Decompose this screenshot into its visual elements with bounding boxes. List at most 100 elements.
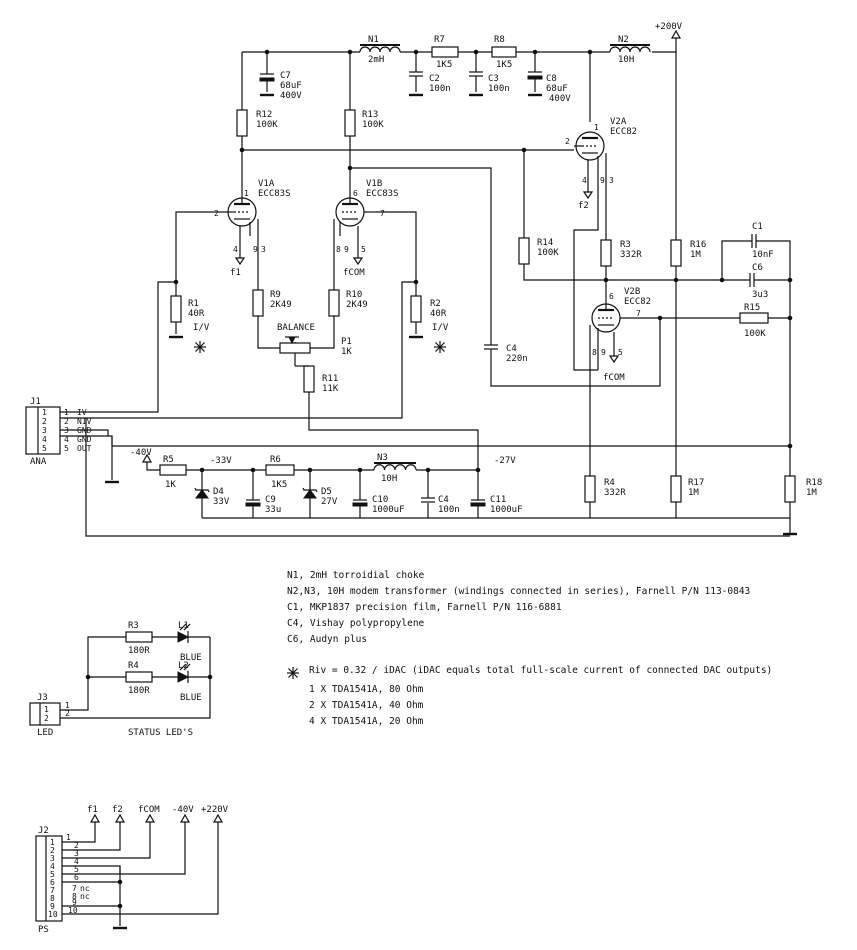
note-line: C6, Audyn plus xyxy=(287,634,367,645)
j1-pin: 1 xyxy=(42,408,47,417)
r15-val: 100K xyxy=(744,329,766,339)
j3-pin: 2 xyxy=(44,714,49,723)
r1-val: 40R xyxy=(188,309,205,319)
j1-signal: 3 xyxy=(64,426,69,435)
j2-pin: 4 xyxy=(74,857,79,866)
v2b-pin-h1: 5 xyxy=(618,348,623,357)
j1-signal: OUT xyxy=(77,444,92,453)
r3-ref: R3 xyxy=(620,240,631,250)
c2-val: 100n xyxy=(429,84,451,94)
tube-v2b xyxy=(573,170,740,476)
j3-pin: 1 xyxy=(65,701,70,710)
c8-val: 68uF xyxy=(546,84,568,94)
c4a-val: 220n xyxy=(506,354,528,364)
v1b-pin-g: 7 xyxy=(380,209,385,218)
j2-ref: J2 xyxy=(38,826,49,836)
j2-pin: 5 xyxy=(50,870,55,879)
hv-label: +200V xyxy=(655,22,683,32)
v2a-pin-h1: 4 xyxy=(582,176,587,185)
resistor-r11 xyxy=(303,365,315,393)
j3-name: LED xyxy=(37,728,53,738)
r6-ref: R6 xyxy=(270,455,281,465)
neg33-label: -33V xyxy=(210,456,232,466)
negative-supply xyxy=(141,453,481,518)
r8-val: 1K5 xyxy=(496,60,512,70)
r1-note: I/V xyxy=(193,323,210,333)
v1a-pin-g: 2 xyxy=(214,209,219,218)
ps-rail-label: f1 xyxy=(87,805,98,815)
connector-j1 xyxy=(25,406,61,455)
v1b-pin-p: 6 xyxy=(353,189,358,198)
r16-val: 1M xyxy=(690,250,701,260)
r7-val: 1K5 xyxy=(436,60,452,70)
led-r3-ref: R3 xyxy=(128,621,139,631)
c7-ref: C7 xyxy=(280,71,291,81)
j3-pin: 1 xyxy=(44,705,49,714)
note-line: N2,N3, 10H modem transformer (windings c… xyxy=(287,586,750,597)
v2a-pin-h2: 9 xyxy=(600,176,605,185)
j1-ref: J1 xyxy=(30,397,41,407)
c11-val: 1000uF xyxy=(490,505,523,515)
r18-ref: R18 xyxy=(806,478,822,488)
v2a-pin-k: 3 xyxy=(609,176,614,185)
c8-val2: 400V xyxy=(549,94,571,104)
r11-val: 11K xyxy=(322,384,339,394)
resistor-r18 xyxy=(784,475,796,503)
zener-d5 xyxy=(302,487,318,499)
j1-signal: 5 xyxy=(64,444,69,453)
capacitor-c7 xyxy=(258,73,276,97)
r8-ref: R8 xyxy=(494,35,505,45)
v2b-pin-h2: 9 xyxy=(601,348,606,357)
ps-rail-label: -40V xyxy=(172,805,194,815)
j2-nc: nc xyxy=(80,884,90,893)
r10-ref: R10 xyxy=(346,290,362,300)
ps-rail-label: +220V xyxy=(201,805,229,815)
v1a-heater-f1: f1 xyxy=(230,268,241,278)
r17-val: 1M xyxy=(688,488,699,498)
riv-line: 1 X TDA1541A, 80 Ohm xyxy=(309,684,424,695)
v2b-type: ECC82 xyxy=(624,297,651,307)
c9-val: 33u xyxy=(265,505,281,515)
r12-ref: R12 xyxy=(256,110,272,120)
resistor-r6 xyxy=(265,464,295,476)
ps-rail-label: f2 xyxy=(112,805,123,815)
d5-ref: D5 xyxy=(321,487,332,497)
r5-val: 1K xyxy=(165,480,176,490)
note-line: N1, 2mH torroidial choke xyxy=(287,570,425,581)
tube-v2a xyxy=(574,131,607,240)
j2-pin: 6 xyxy=(74,873,79,882)
riv-line: 2 X TDA1541A, 40 Ohm xyxy=(309,700,424,711)
grid-wires xyxy=(60,211,419,419)
c6-val: 3u3 xyxy=(752,290,768,300)
d4-val: 33V xyxy=(213,497,230,507)
j2-pin: 1 xyxy=(66,833,71,842)
r2-note: I/V xyxy=(432,323,449,333)
v2a-heater-f2: f2 xyxy=(578,201,589,211)
top-rail xyxy=(241,29,682,240)
r11-ref: R11 xyxy=(322,374,338,384)
r14-ref: R14 xyxy=(537,238,553,248)
j2-pin: 8 xyxy=(72,892,77,901)
r12-val: 100K xyxy=(256,120,278,130)
c7-val2: 400V xyxy=(280,91,302,101)
p1-ref: P1 xyxy=(341,337,352,347)
capacitor-c9 xyxy=(245,499,261,507)
potentiometer-p1 xyxy=(279,336,311,354)
connector-j2 xyxy=(35,813,224,930)
v1b-type: ECC83S xyxy=(366,189,399,199)
v1b-ref: V1B xyxy=(366,179,382,189)
j2-pin: 9 xyxy=(72,898,77,907)
j2-pin: 7 xyxy=(50,886,55,895)
c10-ref: C10 xyxy=(372,495,388,505)
v2b-pin-g: 7 xyxy=(636,309,641,318)
v1a-type: ECC83S xyxy=(258,189,291,199)
v1a-pin-h1: 4 xyxy=(233,245,238,254)
j2-pin: 4 xyxy=(50,862,55,871)
j2-name: PS xyxy=(38,925,49,935)
j1-signal: 4 xyxy=(64,435,69,444)
resistor-r14 xyxy=(518,237,530,265)
r5-ref: R5 xyxy=(163,455,174,465)
r4-ref: R4 xyxy=(604,478,615,488)
ground-bus xyxy=(60,418,799,537)
capacitor-c2 xyxy=(407,71,425,97)
